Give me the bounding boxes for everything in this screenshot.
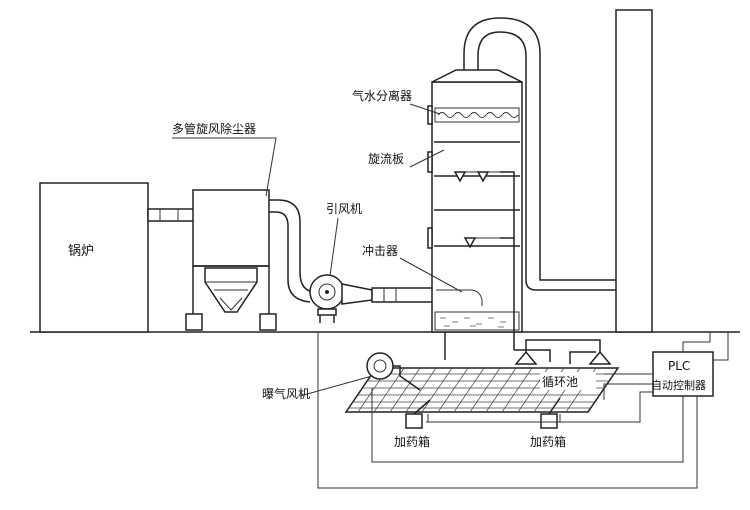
boiler	[39, 182, 149, 333]
fan-to-scrubber-duct	[341, 283, 437, 305]
swirl-plate-label: 旋流板	[368, 152, 404, 166]
multi-cyclone	[185, 189, 277, 331]
aeration-fan	[366, 352, 421, 391]
gooseneck-duct	[463, 17, 616, 291]
circulation-pool	[344, 367, 620, 413]
separator-label: 气水分离器	[352, 88, 412, 103]
induced-fan	[309, 274, 345, 323]
boiler-duct	[147, 208, 195, 222]
aeration-fan-label: 曝气风机	[262, 386, 310, 401]
impactor-label: 冲击器	[362, 243, 398, 258]
plc-label-line2: 自动控制器	[651, 378, 706, 392]
pool-pumps	[514, 339, 612, 365]
fan-label: 引风机	[326, 202, 362, 216]
fan-leader	[329, 217, 339, 277]
control-wiring	[317, 332, 729, 489]
circ-pool-label: 循环池	[542, 375, 578, 389]
dosing-tank-2	[540, 397, 561, 429]
plc-label-line1: PLC	[668, 359, 690, 373]
chimney	[615, 9, 653, 333]
boiler-label: 锅炉	[68, 243, 94, 259]
dosing-tank-1-label: 加药箱	[394, 434, 430, 449]
dosing-tank-1	[405, 399, 431, 429]
dosing-tank-2-label: 加药箱	[530, 434, 566, 449]
cyclone-to-fan-duct	[269, 199, 317, 303]
cyclone-label: 多管旋风除尘器	[172, 121, 256, 136]
scrubber-tower	[427, 69, 523, 333]
